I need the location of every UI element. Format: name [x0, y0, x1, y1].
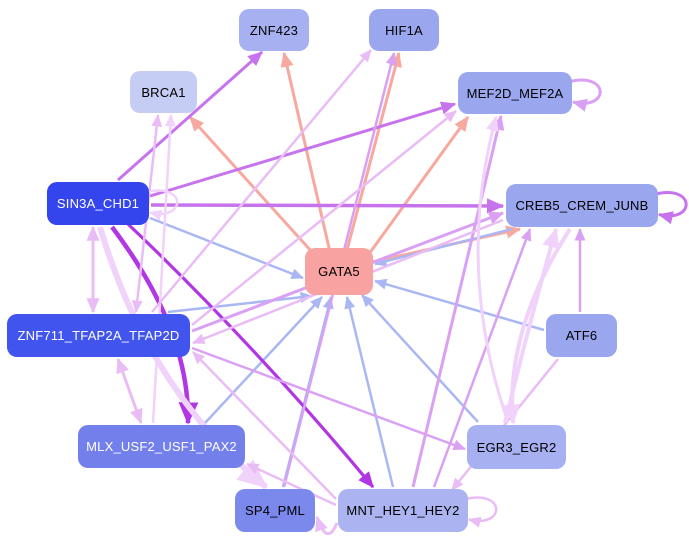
node-SIN3A_CHD1[interactable]: SIN3A_CHD1 — [47, 182, 149, 225]
edge-GATA5-BRCA1[interactable] — [188, 115, 314, 254]
edge-SIN3A_CHD1-MEF2D_MEF2A[interactable] — [149, 101, 457, 198]
node-MLX_USF2_USF1_PAX2[interactable]: MLX_USF2_USF1_PAX2 — [78, 425, 245, 468]
edge-MNT_HEY1_HEY2-ZNF711_TFAP2A_TFAP2D[interactable] — [192, 351, 337, 500]
self-loop-CREB5_CREM_JUNB[interactable] — [653, 191, 688, 225]
edge-MNT_HEY1_HEY2-SP4_PML[interactable] — [315, 515, 339, 535]
edge-ZNF711_TFAP2A_TFAP2D-MEF2D_MEF2A[interactable] — [191, 110, 457, 326]
self-loop-SIN3A_CHD1[interactable] — [144, 189, 179, 221]
node-label: HIF1A — [385, 22, 423, 38]
node-ATF6[interactable]: ATF6 — [546, 314, 617, 357]
edge-ZNF711_TFAP2A_TFAP2D-GATA5[interactable] — [167, 291, 313, 314]
node-MNT_HEY1_HEY2[interactable]: MNT_HEY1_HEY2 — [338, 489, 468, 532]
edge-MNT_HEY1_HEY2-GATA5[interactable] — [344, 296, 395, 488]
edge-EGR3_EGR2-GATA5[interactable] — [361, 294, 479, 423]
node-label: SIN3A_CHD1 — [56, 196, 140, 211]
node-label: MEF2D_MEF2A — [466, 85, 564, 101]
node-ZNF423[interactable]: ZNF423 — [239, 9, 309, 51]
node-label: CREB5_CREM_JUNB — [515, 198, 649, 213]
node-SP4_PML[interactable]: SP4_PML — [235, 489, 315, 532]
edge-SIN3A_CHD1-GATA5[interactable] — [149, 216, 304, 280]
edge-EGR3_EGR2-MEF2D_MEF2A[interactable] — [476, 115, 510, 423]
edge-CREB5_CREM_JUNB-EGR3_EGR2[interactable] — [502, 227, 572, 425]
node-label: BRCA1 — [141, 84, 186, 100]
edge-ZNF711_TFAP2A_TFAP2D-MLX_USF2_USF1_PAX2[interactable] — [116, 357, 143, 425]
self-loop-MNT_HEY1_HEY2[interactable] — [463, 496, 498, 528]
self-loop-MEF2D_MEF2A[interactable] — [567, 78, 602, 112]
edge-MLX_USF2_USF1_PAX2-BRCA1[interactable] — [151, 114, 176, 424]
edge-MNT_HEY1_HEY2-MEF2D_MEF2A[interactable] — [411, 114, 505, 488]
node-MEF2D_MEF2A[interactable]: MEF2D_MEF2A — [458, 72, 572, 114]
edge-ZNF711_TFAP2A_TFAP2D-HIF1A[interactable] — [151, 49, 372, 313]
edge-GATA5-HIF1A[interactable] — [345, 51, 402, 251]
edge-GATA5-MEF2D_MEF2A[interactable] — [364, 116, 470, 259]
node-EGR3_EGR2[interactable]: EGR3_EGR2 — [467, 425, 566, 469]
edge-CREB5_CREM_JUNB-GATA5[interactable] — [374, 227, 513, 267]
node-BRCA1[interactable]: BRCA1 — [130, 71, 197, 113]
node-HIF1A[interactable]: HIF1A — [369, 9, 439, 51]
edge-MNT_HEY1_HEY2-CREB5_CREM_JUNB[interactable] — [432, 228, 532, 488]
node-label: ZNF711_TFAP2A_TFAP2D — [17, 328, 180, 343]
node-CREB5_CREM_JUNB[interactable]: CREB5_CREM_JUNB — [506, 184, 658, 227]
node-label: ZNF423 — [249, 22, 299, 38]
edge-ATF6-GATA5[interactable] — [374, 278, 545, 332]
node-label: SP4_PML — [245, 503, 305, 518]
node-label: ATF6 — [565, 328, 598, 343]
edge-SIN3A_CHD1-CREB5_CREM_JUNB[interactable] — [150, 198, 505, 214]
edge-MNT_HEY1_HEY2-MLX_USF2_USF1_PAX2[interactable] — [246, 462, 337, 507]
node-label: MNT_HEY1_HEY2 — [346, 503, 460, 518]
node-label: EGR3_EGR2 — [476, 439, 557, 455]
node-ZNF711_TFAP2A_TFAP2D[interactable]: ZNF711_TFAP2A_TFAP2D — [7, 314, 190, 357]
edge-ZNF711_TFAP2A_TFAP2D-EGR3_EGR2[interactable] — [191, 346, 466, 451]
node-label: GATA5 — [318, 264, 360, 279]
node-label: MLX_USF2_USF1_PAX2 — [86, 439, 237, 454]
node-GATA5[interactable]: GATA5 — [305, 248, 373, 295]
